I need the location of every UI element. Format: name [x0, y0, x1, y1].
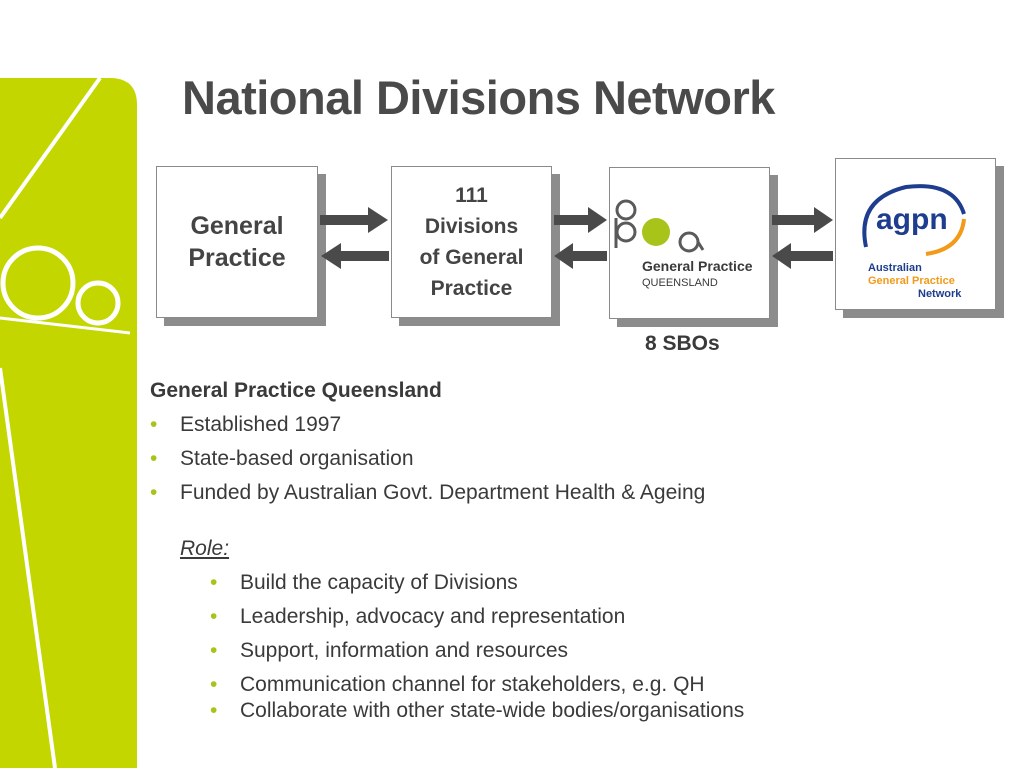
divisions-box: 111 Divisions of General Practice [391, 166, 552, 318]
agpn-logo-text-3: Network [918, 288, 962, 300]
decorative-sidebar [0, 78, 137, 768]
general-practice-label: General Practice [188, 212, 286, 272]
section-heading: General Practice Queensland [150, 379, 442, 402]
arrow-right-icon [554, 207, 607, 233]
content-body: General Practice Queensland Established … [150, 378, 1010, 732]
list-item: Build the capacity of Divisions [150, 570, 1010, 596]
bidirectional-arrow-3 [772, 207, 833, 269]
bidirectional-arrow-1 [320, 207, 389, 269]
list-item: Established 1997 [150, 412, 1010, 438]
list-item: State-based organisation [150, 446, 1010, 472]
list-item: Collaborate with other state-wide bodies… [150, 698, 1010, 724]
bidirectional-arrow-2 [554, 207, 607, 269]
role-bullet-list: Build the capacity of Divisions Leadersh… [150, 570, 1010, 724]
list-item: Communication channel for stakeholders, … [150, 672, 1010, 698]
gpq-logo: General Practice QUEENSLAND [614, 199, 753, 289]
slide-title: National Divisions Network [182, 71, 775, 124]
gpq-logo-box: General Practice QUEENSLAND [609, 167, 770, 319]
divisions-label: 111 Divisions of General Practice [419, 184, 524, 300]
list-item: Funded by Australian Govt. Department He… [150, 480, 1010, 506]
arrow-left-icon [554, 243, 607, 269]
agpn-logo-box: agpn Australian General Practice Network [835, 158, 996, 310]
arrow-left-icon [772, 243, 833, 269]
arrow-right-icon [320, 207, 388, 233]
main-bullet-list: Established 1997 State-based organisatio… [150, 412, 1010, 506]
arrow-left-icon [321, 243, 389, 269]
agpn-logo-mark: agpn [876, 203, 948, 236]
gpq-logo-text-1: General Practice [642, 258, 753, 274]
agpn-logo-text-1: Australian [868, 262, 922, 274]
general-practice-box: General Practice [156, 166, 318, 318]
agpn-logo-text-2: General Practice [868, 275, 955, 287]
arrow-right-icon [772, 207, 833, 233]
gpq-logo-text-2: QUEENSLAND [642, 277, 718, 289]
list-item: Support, information and resources [150, 638, 1010, 664]
agpn-logo: agpn Australian General Practice Network [862, 184, 966, 300]
sbo-count-label: 8 SBOs [645, 332, 720, 355]
list-item: Leadership, advocacy and representation [150, 604, 1010, 630]
role-label: Role: [180, 537, 230, 560]
